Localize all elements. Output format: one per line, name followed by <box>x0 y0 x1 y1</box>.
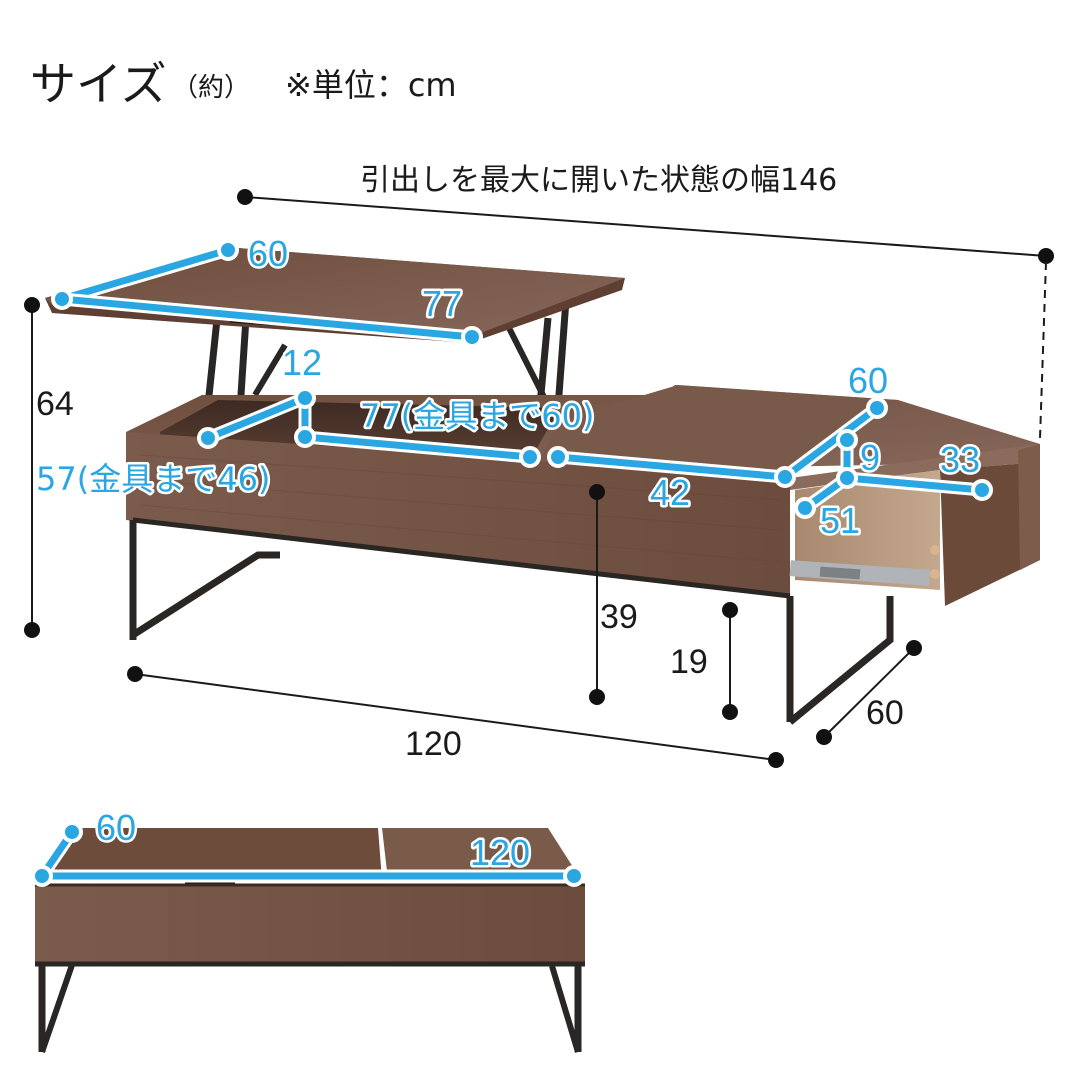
front-panel <box>126 432 790 596</box>
header-approx: （約） <box>172 73 250 103</box>
label-drawer-height: 9 <box>860 437 880 478</box>
dim-dash-146 <box>1039 261 1047 439</box>
label-closed-width: 120 <box>470 832 530 873</box>
metal-legs <box>129 517 894 725</box>
label-table-width: 120 <box>405 725 462 763</box>
label-lid-width: 77 <box>422 283 462 324</box>
dim-dot <box>237 189 253 205</box>
header-unit-note: ※単位：cm <box>285 66 457 104</box>
header-title: サイズ <box>30 57 167 111</box>
label-drawer-width: 33 <box>940 439 980 480</box>
wood-grain <box>139 454 781 563</box>
lift-mechanism <box>204 299 570 411</box>
closed-table <box>35 828 585 1053</box>
label-total-height: 64 <box>36 385 74 423</box>
closed-blue-dimension-lines <box>31 821 585 887</box>
label-lid-depth: 60 <box>248 233 288 274</box>
label-max-open-width: 引出しを最大に開いた状態の幅146 <box>360 163 837 198</box>
dim-line-146 <box>244 196 1047 257</box>
blue-dimension-lines <box>51 239 993 519</box>
label-hinge-offset: 12 <box>282 342 322 383</box>
label-table-top-height: 39 <box>600 598 638 636</box>
label-leg-clearance: 19 <box>670 643 708 681</box>
dim-dot <box>1038 248 1054 264</box>
label-inner-width: 77(金具まで60) <box>360 397 594 435</box>
label-inner-depth: 57(金具まで46) <box>36 460 270 498</box>
black-dimension-lines <box>24 297 922 768</box>
label-drawer-depth: 51 <box>820 500 860 541</box>
label-right-top-depth: 60 <box>848 360 888 401</box>
label-table-depth: 60 <box>866 694 904 732</box>
label-closed-depth: 60 <box>96 807 136 848</box>
label-right-section-width: 42 <box>650 472 690 513</box>
